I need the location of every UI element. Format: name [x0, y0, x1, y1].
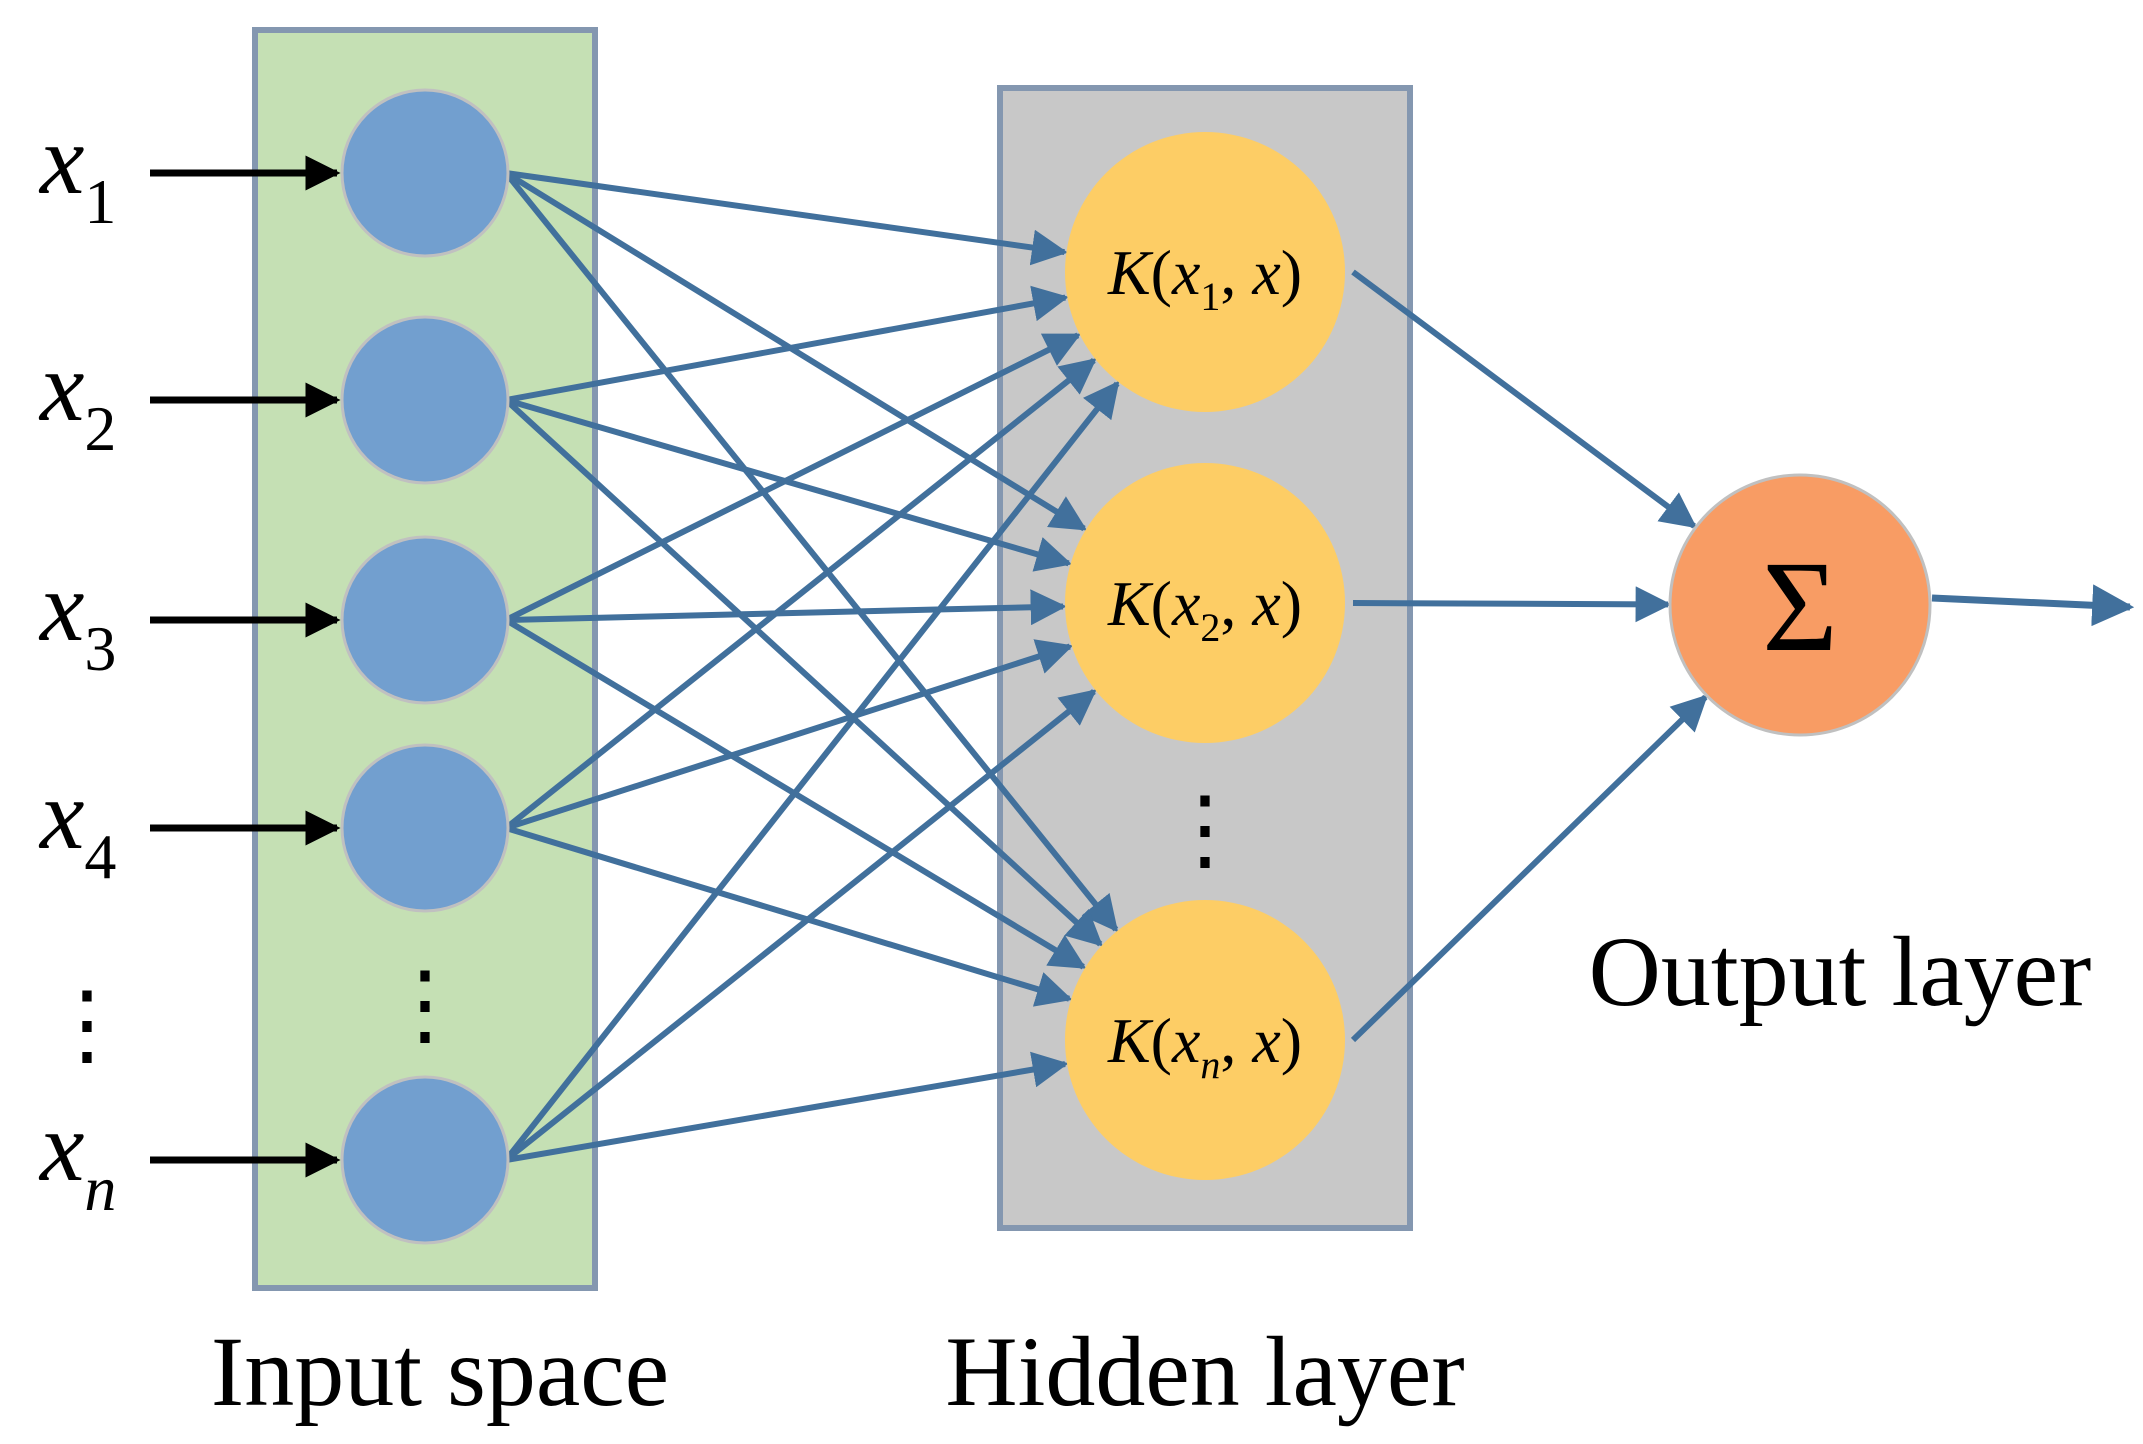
input-node — [340, 88, 510, 258]
input-label-ellipsis: ⋮ — [42, 976, 132, 1075]
input-variable-label: x3 — [38, 551, 116, 684]
connection-line — [505, 1051, 1069, 1163]
kernel-label: K(x1, x) — [1107, 237, 1302, 319]
input-space-label: Input space — [211, 1316, 669, 1427]
connection-line — [504, 170, 1088, 532]
connection-line — [505, 589, 1067, 626]
connection-line — [505, 170, 1068, 266]
connection-line — [503, 397, 1103, 947]
input-variable-label: x4 — [38, 759, 116, 892]
hidden-nodes: K(x1, x) K(x2, x) K(xn, x) — [1065, 132, 1345, 1180]
output-connection-line — [1351, 269, 1698, 529]
connection-line — [504, 332, 1082, 623]
input-node — [340, 315, 510, 485]
input-variable-label: xn — [38, 1091, 116, 1224]
connection-line — [504, 689, 1097, 1163]
output-connection-line — [1352, 586, 1672, 623]
input-panel-ellipsis: ⋮ — [380, 956, 470, 1055]
hidden-node — [1065, 900, 1345, 1180]
hidden-node — [1065, 463, 1345, 743]
connection-line — [505, 639, 1074, 831]
output-node — [1668, 473, 1932, 737]
connection-line — [503, 171, 1119, 933]
input-arrows — [150, 155, 341, 1178]
hidden-ellipsis: ⋮ — [1160, 781, 1250, 880]
connection-line — [505, 285, 1069, 403]
output-arrow — [1931, 584, 2135, 627]
hidden-layer-label: Hidden layer — [945, 1316, 1464, 1427]
input-node — [340, 1075, 510, 1245]
input-node — [340, 535, 510, 705]
connection-line — [503, 380, 1120, 1162]
sum-symbol: Σ — [1762, 535, 1838, 679]
input-nodes — [340, 88, 510, 1245]
kernel-label: K(x2, x) — [1107, 568, 1302, 650]
input-variable-label: x1 — [38, 104, 116, 237]
input-node — [340, 743, 510, 913]
hidden-output-connections — [1350, 269, 1708, 1043]
kernel-label: K(xn, x) — [1107, 1005, 1302, 1087]
output-layer-label: Output layer — [1589, 916, 2092, 1027]
connection-line — [505, 825, 1073, 1007]
input-labels: x1 x2 x3 x4 xn — [38, 104, 116, 1224]
hidden-node — [1065, 132, 1345, 412]
connection-line — [504, 358, 1097, 831]
input-variable-label: x2 — [38, 331, 116, 464]
output-connection-line — [1350, 694, 1708, 1043]
input-hidden-connections — [503, 170, 1120, 1163]
